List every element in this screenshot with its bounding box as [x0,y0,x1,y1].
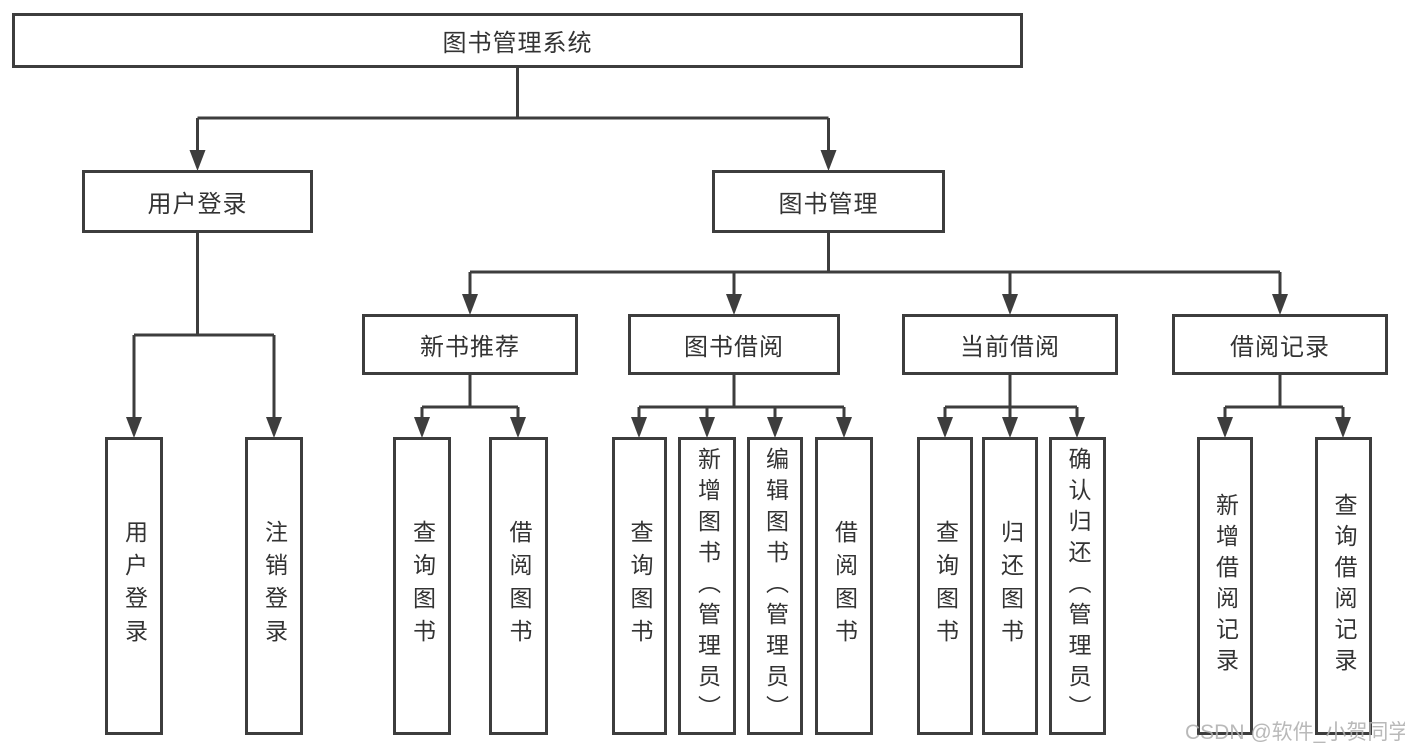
leaf-label: 归还图书 [997,520,1024,652]
leaf-user-login: 用户登录 [105,437,163,735]
leaf-edit-book-admin: 编辑图书（管理员） [747,437,803,735]
leaf-label: 查询图书 [409,520,436,652]
leaf-add-book-admin: 新增图书（管理员） [678,437,736,735]
leaf-return-book: 归还图书 [982,437,1038,735]
down-arrowhead-icon [1069,417,1085,438]
down-arrowhead-icon [266,417,282,438]
down-arrowhead-icon [414,417,430,438]
leaf-label: 注销登录 [261,520,288,652]
down-arrowhead-icon [462,294,478,315]
leaf-label: 编辑图书（管理员） [762,446,789,726]
down-arrowhead-icon [937,417,953,438]
leaf-borrowing-borrow-book: 借阅图书 [815,437,873,735]
leaf-label: 借阅图书 [831,520,858,652]
leaf-label: 用户登录 [121,520,148,652]
node-book-management: 图书管理 [712,170,945,233]
down-arrowhead-icon [631,417,647,438]
leaf-query-borrow-record: 查询借阅记录 [1315,437,1372,735]
leaf-label: 新增图书（管理员） [694,446,721,726]
leaf-logout: 注销登录 [245,437,303,735]
down-arrowhead-icon [1272,294,1288,315]
node-new-book-recommend: 新书推荐 [362,314,578,375]
node-library-management-system: 图书管理系统 [12,13,1023,68]
leaf-label: 查询借阅记录 [1331,493,1357,679]
down-arrowhead-icon [510,417,526,438]
node-book-borrowing: 图书借阅 [628,314,840,375]
down-arrowhead-icon [726,294,742,315]
csdn-watermark: CSDN @软件_小贺同学 [1185,721,1405,744]
arrowheads [126,150,1351,438]
leaf-label: 确认归还（管理员） [1065,446,1091,726]
leaf-label: 新增借阅记录 [1212,493,1239,679]
down-arrowhead-icon [767,417,783,438]
tree-connector-lines [132,68,1345,423]
node-borrowing-records: 借阅记录 [1172,314,1388,375]
leaf-borrowing-query-book: 查询图书 [612,437,667,735]
leaf-label: 借阅图书 [506,520,532,652]
down-arrowhead-icon [1335,417,1351,438]
down-arrowhead-icon [126,417,142,438]
down-arrowhead-icon [1002,294,1018,315]
leaf-label: 查询图书 [932,520,959,652]
node-user-login: 用户登录 [82,170,313,233]
node-current-borrowing: 当前借阅 [902,314,1118,375]
down-arrowhead-icon [836,417,852,438]
leaf-label: 查询图书 [627,520,653,652]
leaf-add-borrow-record: 新增借阅记录 [1197,437,1253,735]
leaf-recommend-borrow-book: 借阅图书 [489,437,548,735]
down-arrowhead-icon [189,150,206,171]
down-arrowhead-icon [1002,417,1018,438]
leaf-recommend-query-book: 查询图书 [393,437,451,735]
leaf-confirm-return-admin: 确认归还（管理员） [1049,437,1106,735]
down-arrowhead-icon [820,150,837,171]
down-arrowhead-icon [1217,417,1233,438]
leaf-current-query-book: 查询图书 [917,437,973,735]
down-arrowhead-icon [699,417,715,438]
